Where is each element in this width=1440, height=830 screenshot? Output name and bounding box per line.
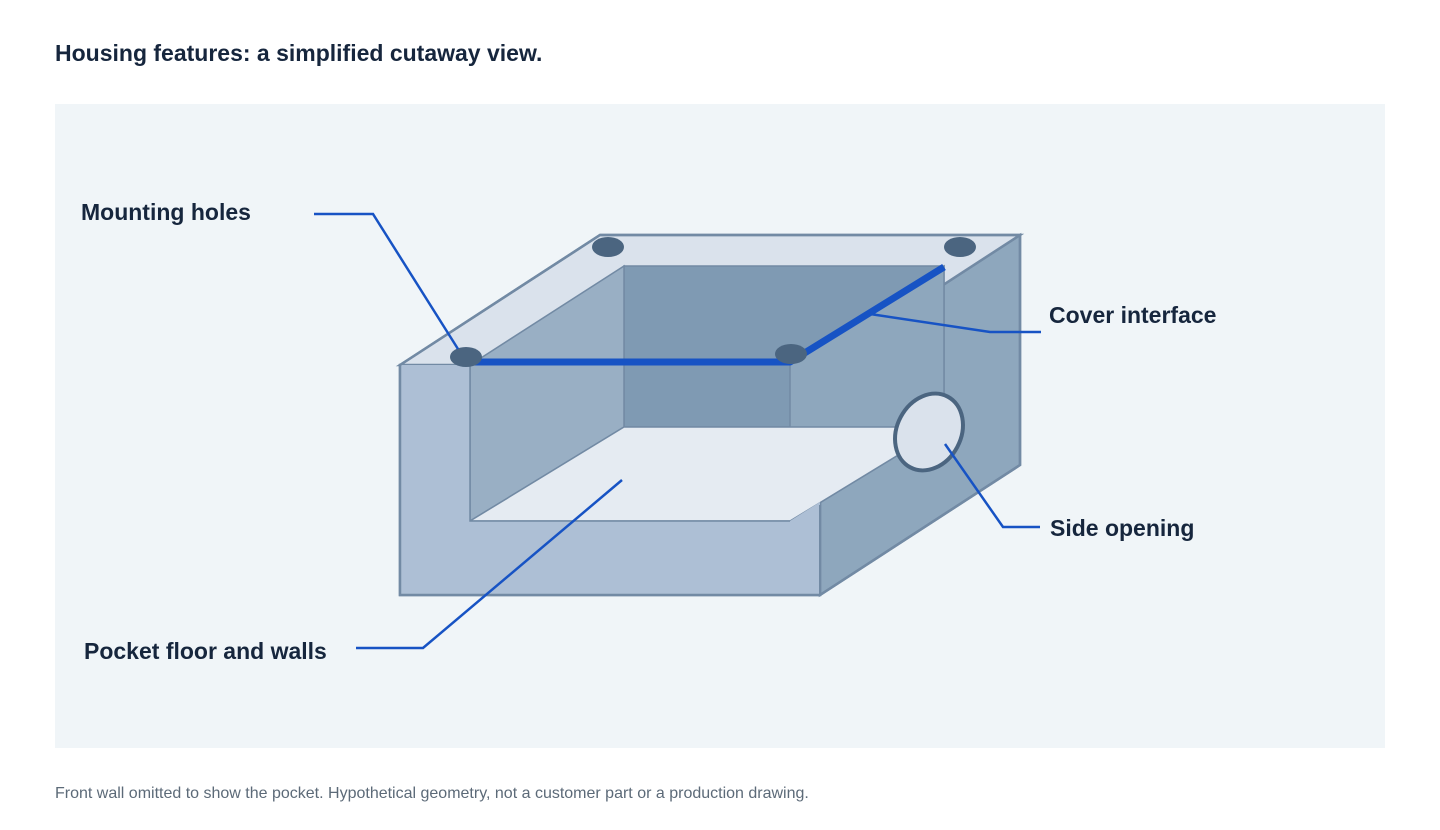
- label-pocket: Pocket floor and walls: [84, 638, 327, 664]
- leader-cover-interface: [869, 312, 1041, 334]
- caption: Front wall omitted to show the pocket. H…: [55, 785, 809, 802]
- front-face-lower-band: [400, 521, 820, 595]
- right-face-front-strip: [790, 502, 820, 595]
- leader-mounting-holes: [314, 212, 460, 350]
- label-side-opening: Side opening: [1050, 515, 1195, 541]
- leader-pocket: [356, 479, 623, 650]
- label-mounting-holes: Mounting holes: [81, 199, 251, 225]
- mounting-hole: [944, 237, 976, 257]
- mounting-hole: [775, 344, 807, 364]
- side-opening: [893, 391, 965, 473]
- leader-side-opening: [943, 443, 1040, 529]
- housing-cutaway-diagram: [314, 212, 1041, 650]
- diagram-panel: [55, 104, 1385, 748]
- mounting-hole: [450, 347, 482, 367]
- housing-outline: [398, 233, 1022, 597]
- label-cover-interface: Cover interface: [1049, 302, 1217, 328]
- pocket-front-edge: [469, 365, 790, 522]
- mounting-hole: [592, 237, 624, 257]
- diagram-title: Housing features: a simplified cutaway v…: [55, 40, 543, 66]
- front-face-left-band: [400, 365, 470, 521]
